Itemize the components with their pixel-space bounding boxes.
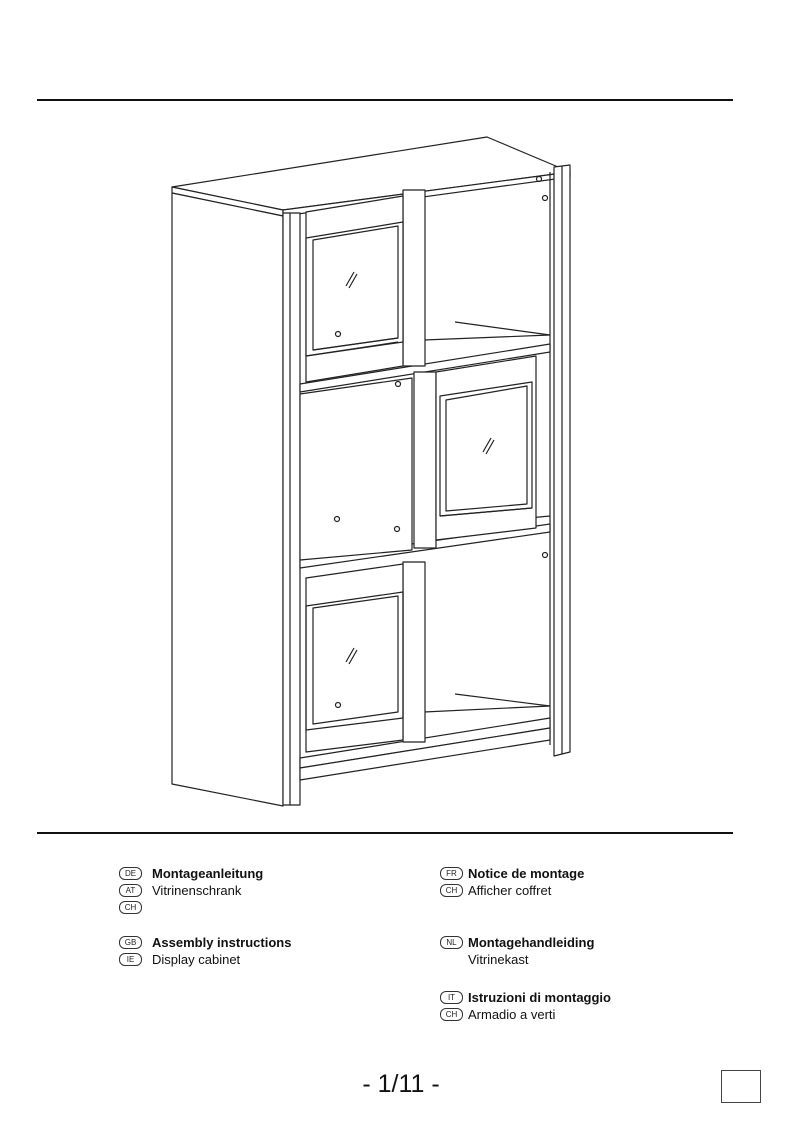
country-badge: NL [440,936,463,949]
door-middle-right [435,355,537,541]
section-fr: FR Notice de montage CH Afficher coffret [440,865,584,899]
door-top-left [305,195,404,383]
cabinet-illustration [171,136,571,807]
section-title: Montagehandleiding [468,935,595,950]
divider-middle [413,371,437,549]
section-it: IT Istruzioni di montaggio CH Armadio a … [440,989,611,1023]
section-subtitle: Afficher coffret [468,883,552,898]
country-badge: FR [440,867,463,880]
country-badge: AT [119,884,142,897]
cabinet-left-front-post [282,212,301,806]
section-title: Montageanleitung [152,866,264,881]
country-badge: CH [119,901,142,914]
country-badge: IT [440,991,463,1004]
divider-top [402,189,426,367]
door-middle-left [299,377,413,561]
section-nl: NL Montagehandleiding Vitrinekast [440,934,594,968]
country-badge: CH [440,884,463,897]
section-subtitle: Vitrinenschrank [152,883,242,898]
country-badge: DE [119,867,142,880]
section-subtitle: Display cabinet [152,952,241,967]
section-subtitle: Vitrinekast [468,952,529,967]
section-title: Istruzioni di montaggio [468,990,611,1005]
divider-bottom [402,561,426,743]
door-bottom-left [305,563,404,753]
top-rule [37,99,733,101]
section-de: DE Montageanleitung AT Vitrinenschrank C… [119,865,263,916]
country-badge: GB [119,936,142,949]
cabinet-left-side [171,192,284,807]
section-title: Assembly instructions [152,935,292,950]
country-badge: IE [119,953,142,966]
section-gb: GB Assembly instructions IE Display cabi… [119,934,291,968]
section-title: Notice de montage [468,866,585,881]
bottom-rule [37,832,733,834]
page-corner-box [721,1070,761,1103]
country-badge: CH [440,1008,463,1021]
section-subtitle: Armadio a verti [468,1007,556,1022]
page-number: - 1/11 - [362,1070,440,1098]
